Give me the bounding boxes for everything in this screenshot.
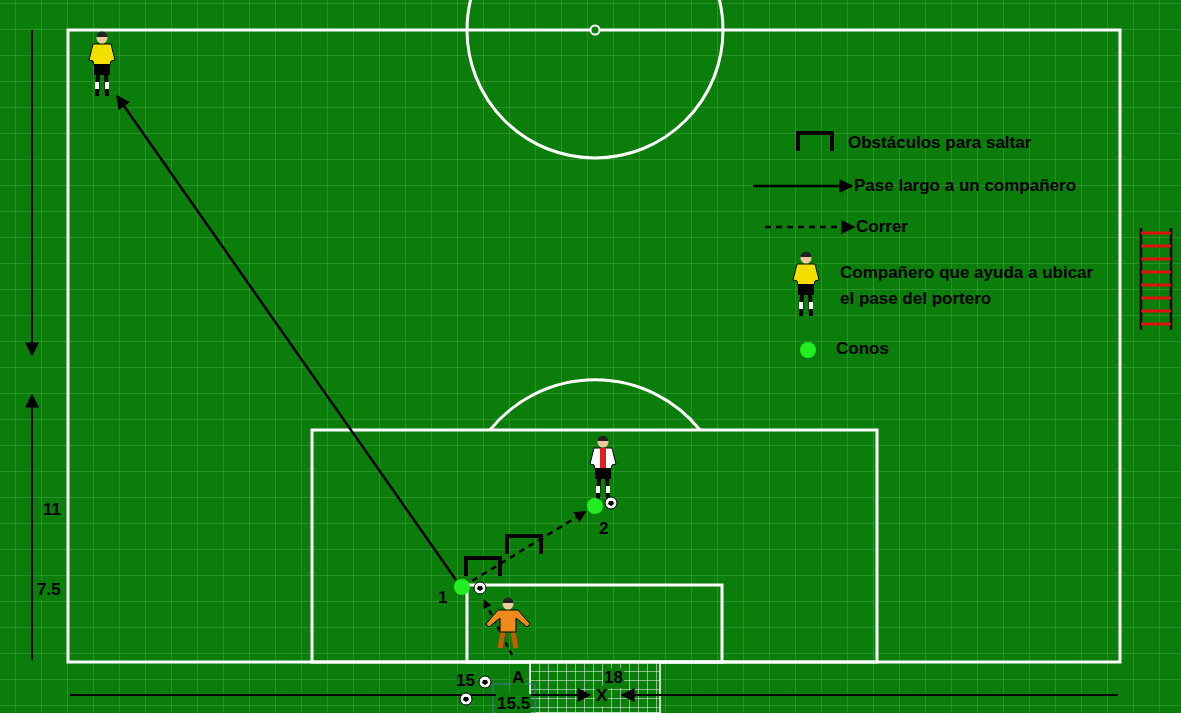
- hurdles: [466, 536, 541, 576]
- dimension-arrows: [32, 30, 1118, 695]
- goal-net: [530, 663, 660, 713]
- run-connector: [472, 512, 585, 581]
- pitch-lines: [490, 380, 700, 430]
- players: [89, 32, 616, 649]
- ladder: [1141, 323, 1171, 326]
- legend-samples: [793, 252, 819, 317]
- balls: [460, 497, 617, 705]
- ladder: [1141, 284, 1171, 287]
- ladder: [1141, 310, 1171, 313]
- ladder: [1141, 233, 1171, 324]
- legend-text: Pase largo a un compañero: [854, 176, 1076, 196]
- legend-text: Correr: [856, 217, 908, 237]
- ladder: [1140, 228, 1143, 330]
- dimension-label: 7.5: [36, 580, 62, 600]
- pass-arrow: [117, 96, 456, 580]
- dimension-label: 15: [455, 671, 476, 691]
- dimension-label: 18: [603, 668, 624, 688]
- pass-arrow: [117, 96, 456, 580]
- legend-text: Conos: [836, 339, 889, 359]
- legend-samples: [798, 133, 832, 151]
- legend-samples: [753, 133, 854, 316]
- ladder: [1141, 297, 1171, 300]
- hurdles: [507, 536, 541, 554]
- legend-swatch: [800, 342, 816, 358]
- pitch-lines: [68, 30, 1120, 662]
- balls: [479, 676, 491, 688]
- ladder: [1141, 271, 1171, 274]
- ladder: [1141, 228, 1171, 330]
- goal-net: [530, 663, 660, 713]
- balls: [474, 582, 486, 594]
- goal-net: [493, 663, 660, 713]
- ladder: [1141, 245, 1171, 248]
- pitch-lines: [467, 585, 722, 662]
- balls: [605, 497, 617, 509]
- legend-samples: [753, 185, 852, 188]
- balls: [460, 693, 472, 705]
- dimension-arrows: [31, 395, 33, 660]
- cone-number: 2: [599, 519, 608, 539]
- dimension-arrows: [31, 30, 33, 355]
- pitch-lines: [312, 430, 877, 662]
- dimension-label: 15.5: [496, 694, 531, 713]
- pitch-lines: [467, 0, 723, 158]
- legend-samples: [765, 226, 854, 229]
- cone-marker: 1: [454, 579, 470, 595]
- legend-text: Compañero que ayuda a ubicar el pase del…: [840, 260, 1102, 312]
- cone-marker: 2: [587, 498, 603, 514]
- goal-net: [530, 663, 660, 713]
- pitch-lines: [591, 26, 600, 35]
- legend-text: Obstáculos para saltar: [848, 133, 1031, 153]
- players: [486, 598, 530, 649]
- players: [89, 32, 115, 97]
- players: [590, 436, 616, 501]
- dimension-arrows: [622, 694, 1118, 696]
- dimension-label: 11: [42, 500, 62, 520]
- ladder: [1170, 228, 1173, 330]
- dimension-label: X: [595, 686, 608, 706]
- dimension-label: A: [511, 668, 525, 688]
- pitch-lines: [68, 0, 1120, 662]
- ladder: [1141, 258, 1171, 261]
- cone-number: 1: [438, 588, 447, 608]
- goal-net: [493, 684, 535, 713]
- ladder: [1141, 232, 1171, 235]
